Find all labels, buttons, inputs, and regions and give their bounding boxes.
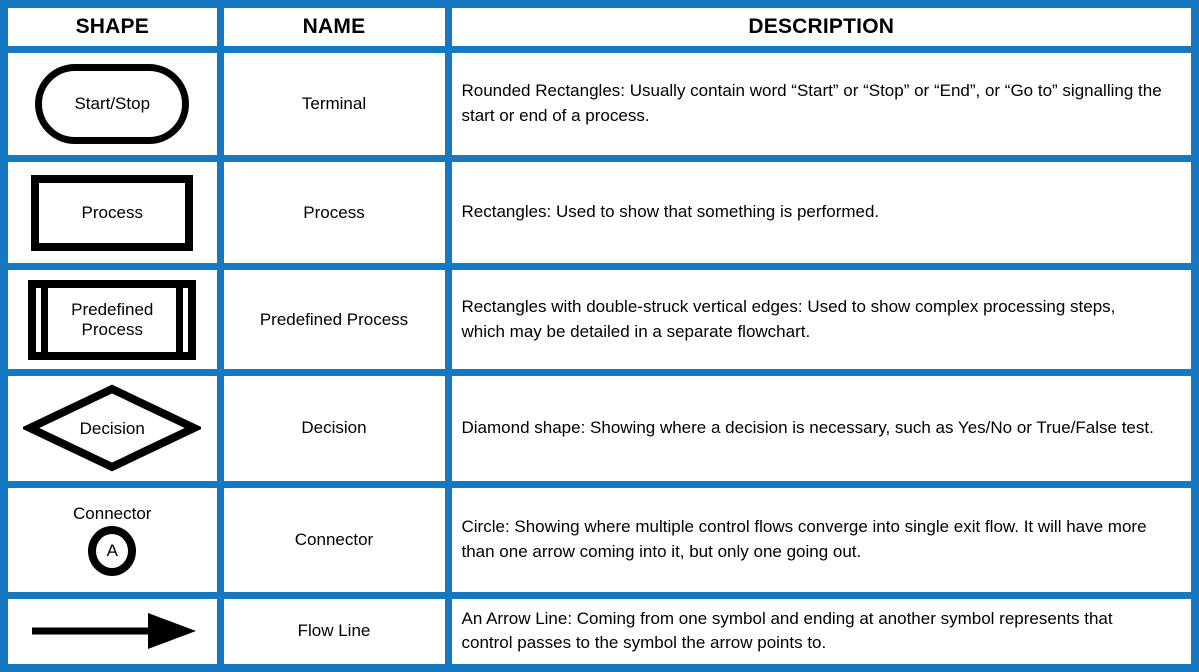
table-row-connector: Connector A Connector Circle: Showing wh… xyxy=(0,480,1199,599)
description-cell: Circle: Showing where multiple control f… xyxy=(444,480,1199,599)
name-cell: Process xyxy=(216,155,452,271)
table-row-process: Process Process Rectangles: Used to show… xyxy=(0,155,1199,271)
shape-cell xyxy=(0,592,224,672)
table-row-predefined-process: Predefined Process Predefined Process Re… xyxy=(0,263,1199,377)
name-cell: Connector xyxy=(216,480,452,599)
shape-label: Start/Stop xyxy=(74,94,151,114)
name-cell: Terminal xyxy=(216,45,452,163)
shape-label: Decision xyxy=(79,418,145,438)
table-row-decision: Decision Decision Diamond shape: Showing… xyxy=(0,369,1199,488)
column-header-shape: SHAPE xyxy=(0,0,224,53)
description-cell: Rectangles: Used to show that something … xyxy=(444,155,1199,271)
flow-line-arrow-icon xyxy=(32,613,197,650)
shape-label: Connector xyxy=(73,504,152,524)
double-struck-left-bar xyxy=(41,287,49,352)
column-header-name: NAME xyxy=(216,0,452,53)
diamond-icon xyxy=(23,384,202,472)
name-cell: Flow Line xyxy=(216,592,452,672)
predefined-process-shape: Predefined Process xyxy=(28,279,197,360)
connector-shape: Connector A xyxy=(73,504,151,576)
description-cell: Rectangles with double-struck vertical e… xyxy=(444,263,1199,377)
connector-circle-icon: A xyxy=(88,525,137,576)
shape-cell: Decision xyxy=(0,369,224,488)
process-shape: Process xyxy=(31,174,194,251)
shape-label: Predefined Process xyxy=(71,300,154,339)
name-cell: Decision xyxy=(216,369,452,488)
shape-cell: Process xyxy=(0,155,224,271)
table-row-flow-line: Flow Line An Arrow Line: Coming from one… xyxy=(0,592,1199,672)
shape-cell: Start/Stop xyxy=(0,45,224,163)
name-cell: Predefined Process xyxy=(216,263,452,377)
connector-letter: A xyxy=(106,540,118,560)
shape-cell: Connector A xyxy=(0,480,224,599)
terminal-shape: Start/Stop xyxy=(35,64,190,145)
column-header-description: DESCRIPTION xyxy=(444,0,1199,53)
shape-cell: Predefined Process xyxy=(0,263,224,377)
decision-diamond-shape: Decision xyxy=(23,383,202,473)
description-cell: Diamond shape: Showing where a decision … xyxy=(444,369,1199,488)
table-row-terminal: Start/Stop Terminal Rounded Rectangles: … xyxy=(0,45,1199,163)
description-cell: Rounded Rectangles: Usually contain word… xyxy=(444,45,1199,163)
double-struck-right-bar xyxy=(176,287,184,352)
shape-label: Process xyxy=(81,202,143,222)
description-cell: An Arrow Line: Coming from one symbol an… xyxy=(444,592,1199,672)
header-row: SHAPE NAME DESCRIPTION xyxy=(0,0,1199,53)
